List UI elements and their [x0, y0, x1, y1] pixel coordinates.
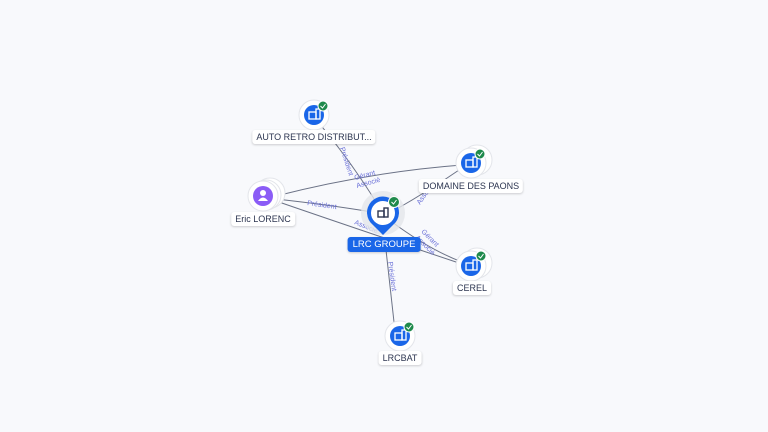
node-cerel[interactable] — [455, 247, 493, 282]
edge-label-center-lrcbat: Président — [386, 261, 397, 291]
node-label-auto-retro[interactable]: AUTO RETRO DISTRIBUT... — [252, 130, 376, 144]
node-lrcbat[interactable] — [384, 320, 416, 352]
node-eric[interactable] — [247, 177, 286, 212]
node-label-eric[interactable]: Eric LORENC — [231, 212, 295, 226]
building-icon — [377, 207, 389, 218]
edge-eric-cerel — [275, 200, 463, 265]
node-label-domaine[interactable]: DOMAINE DES PAONS — [418, 179, 524, 193]
node-auto-retro[interactable] — [298, 99, 330, 131]
node-label-lrc-groupe[interactable]: LRC GROUPE — [347, 237, 421, 252]
node-lrc-groupe[interactable] — [361, 191, 405, 235]
verified-icon — [388, 196, 400, 208]
edge-label-auto-center: Président — [338, 146, 354, 176]
node-label-lrcbat[interactable]: LRCBAT — [378, 351, 422, 365]
node-domaine[interactable] — [455, 144, 493, 179]
edge-label-eric-center: Président — [307, 200, 337, 211]
edge-eric-domaine — [275, 164, 463, 197]
node-label-cerel[interactable]: CEREL — [452, 281, 492, 295]
edge-center-lrcbat — [385, 249, 395, 323]
